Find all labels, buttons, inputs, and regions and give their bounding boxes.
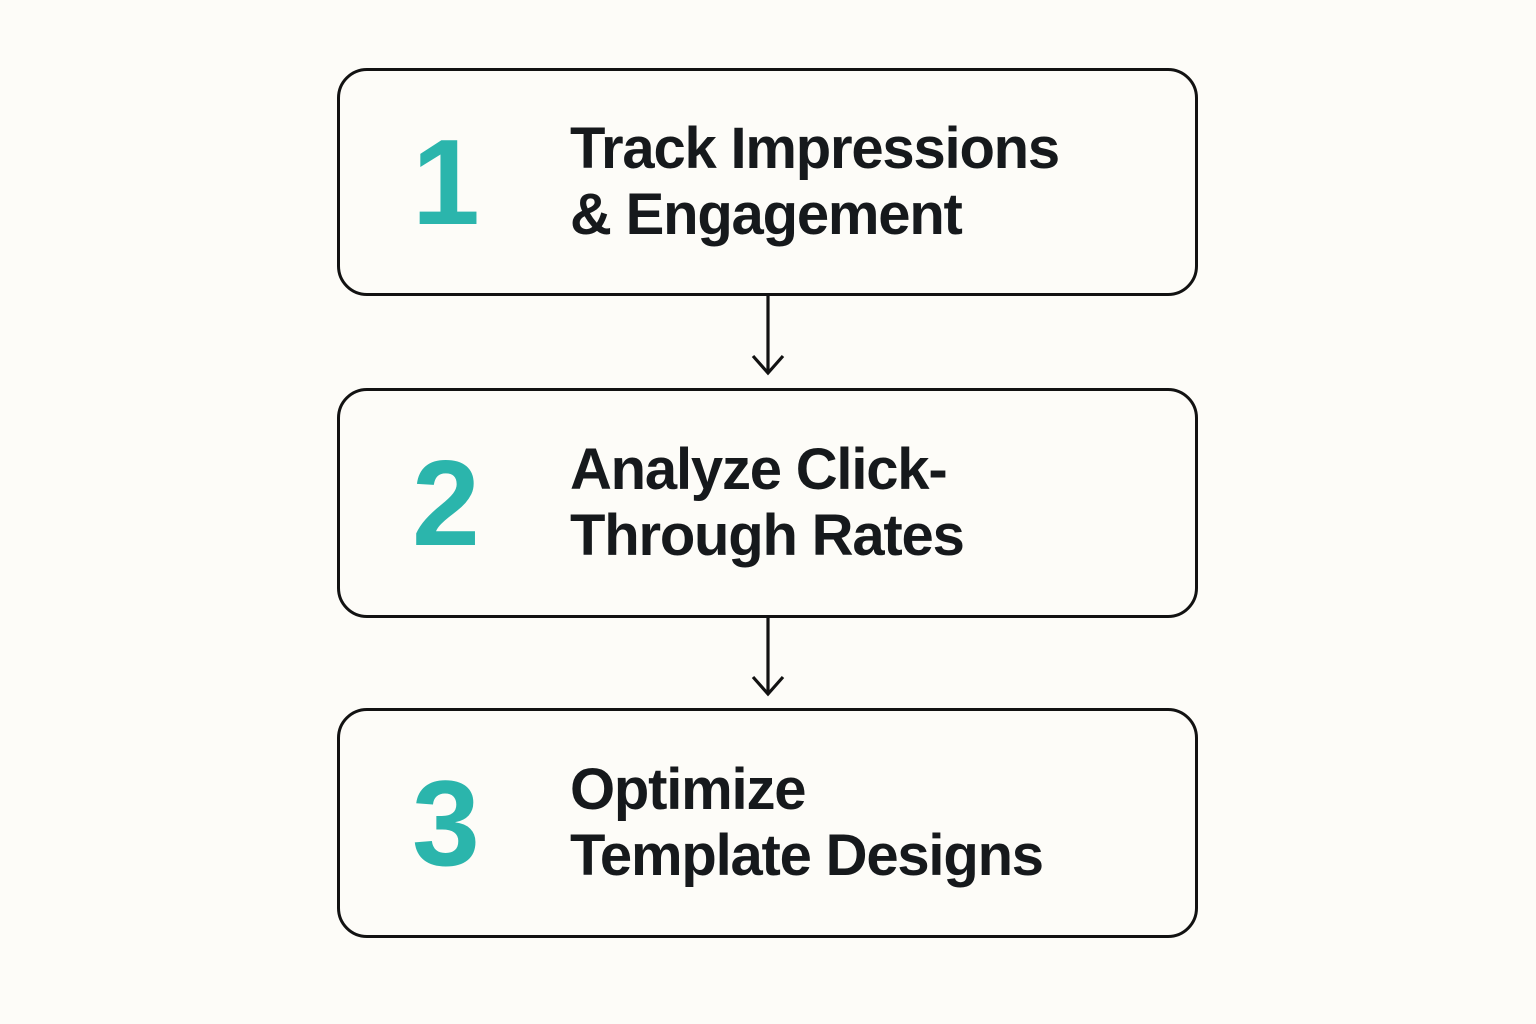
arrow-down-icon — [751, 296, 785, 376]
connector-1-to-2 — [737, 296, 799, 388]
step-number-1: 1 — [412, 114, 480, 250]
step-label-1: Track Impressions & Engagement — [570, 116, 1060, 247]
step-number-3: 3 — [412, 755, 480, 891]
step-label-3: Optimize Template Designs — [570, 757, 1044, 888]
step-number-2: 2 — [412, 435, 480, 571]
arrow-down-icon — [751, 618, 785, 697]
step-box-1[interactable]: 1 Track Impressions & Engagement — [337, 68, 1198, 296]
step-box-2[interactable]: 2 Analyze Click- Through Rates — [337, 388, 1198, 618]
connector-2-to-3 — [737, 618, 799, 708]
step-label-2: Analyze Click- Through Rates — [570, 437, 965, 568]
step-box-3[interactable]: 3 Optimize Template Designs — [337, 708, 1198, 938]
